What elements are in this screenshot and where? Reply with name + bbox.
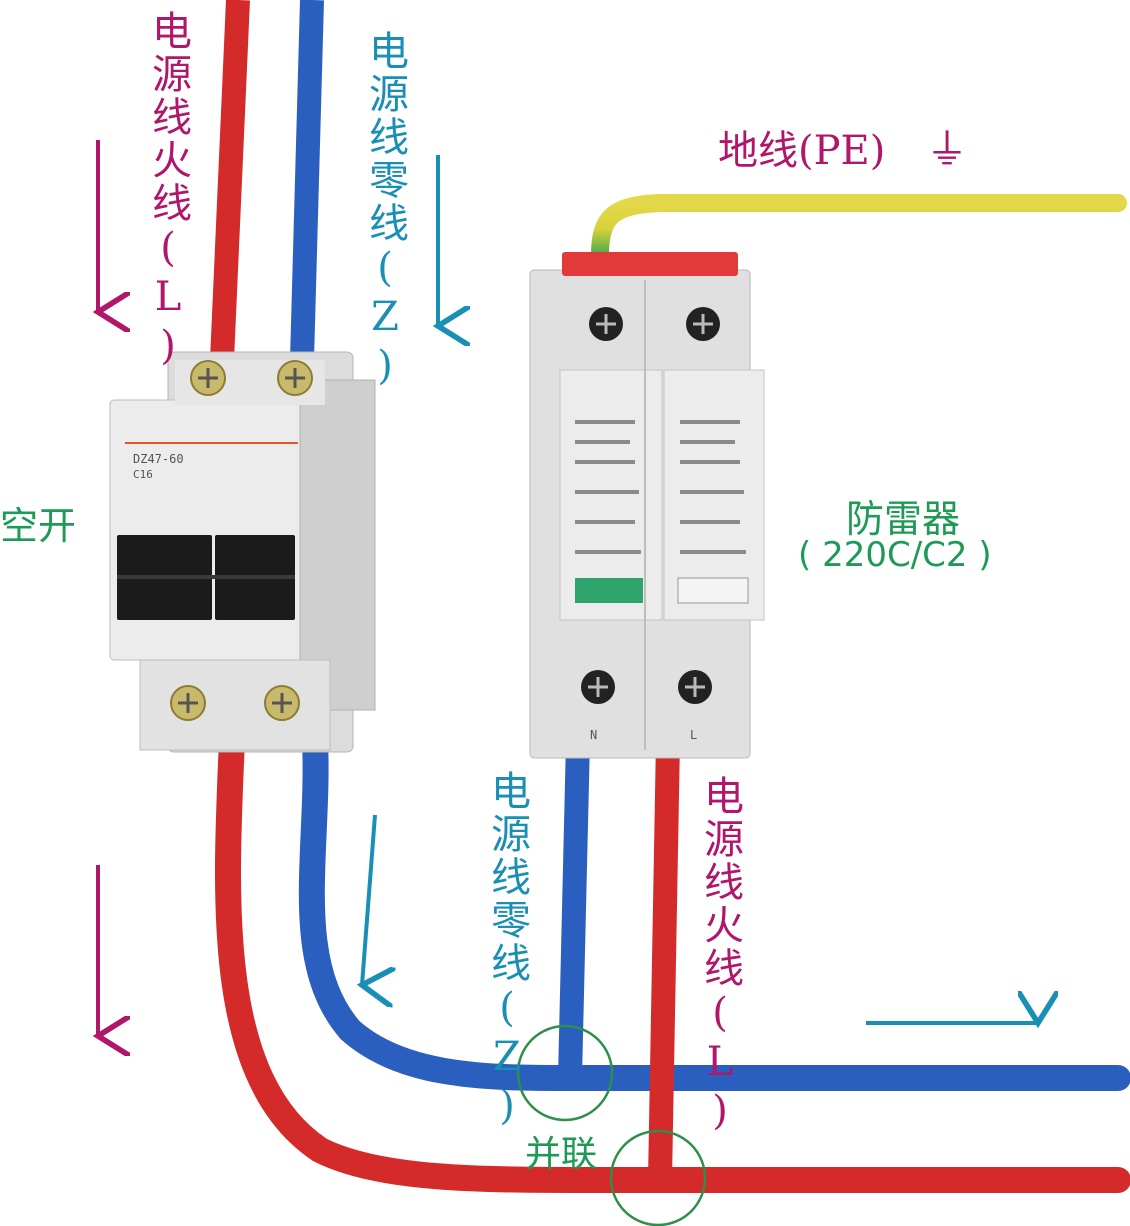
label-ground: 地线(PE) (718, 128, 886, 174)
spd-terminal-n: N (590, 728, 598, 742)
spd-live-branch (648, 739, 680, 1181)
parallel-circle-neutral (516, 1024, 614, 1122)
label-parallel: 并联 (525, 1134, 598, 1175)
ground-wire (591, 194, 1127, 264)
breaker-model: DZ47-60 (133, 452, 184, 466)
neutral-wire-main (298, 727, 1130, 1091)
ground-symbol-icon: ⏚ (926, 125, 969, 174)
label-bottom-neutral: 电源线零线(Z) (484, 770, 530, 1132)
label-bottom-live: 电源线火线(L) (697, 775, 743, 1137)
live-wire-top (210, 0, 250, 361)
spd-neutral-branch (558, 739, 590, 1079)
spd-terminal-l: L (690, 728, 698, 742)
live-wire-main (214, 727, 1130, 1193)
label-left-live: 电源线火线(L) (145, 10, 191, 372)
neutral-wire-top (290, 0, 324, 361)
label-left-neutral: 电源线零线(Z) (362, 30, 408, 392)
label-breaker: 空开 (0, 504, 77, 548)
surge-protector (529, 252, 765, 759)
breaker-rating: C16 (133, 468, 153, 481)
circuit-breaker (109, 351, 376, 753)
label-spd-name: 防雷器 (846, 497, 961, 541)
label-spd-model: ( 220C/C2 ) (798, 535, 992, 575)
parallel-circle-live (609, 1129, 707, 1226)
arrow-left-neutral-bottom (362, 814, 375, 985)
